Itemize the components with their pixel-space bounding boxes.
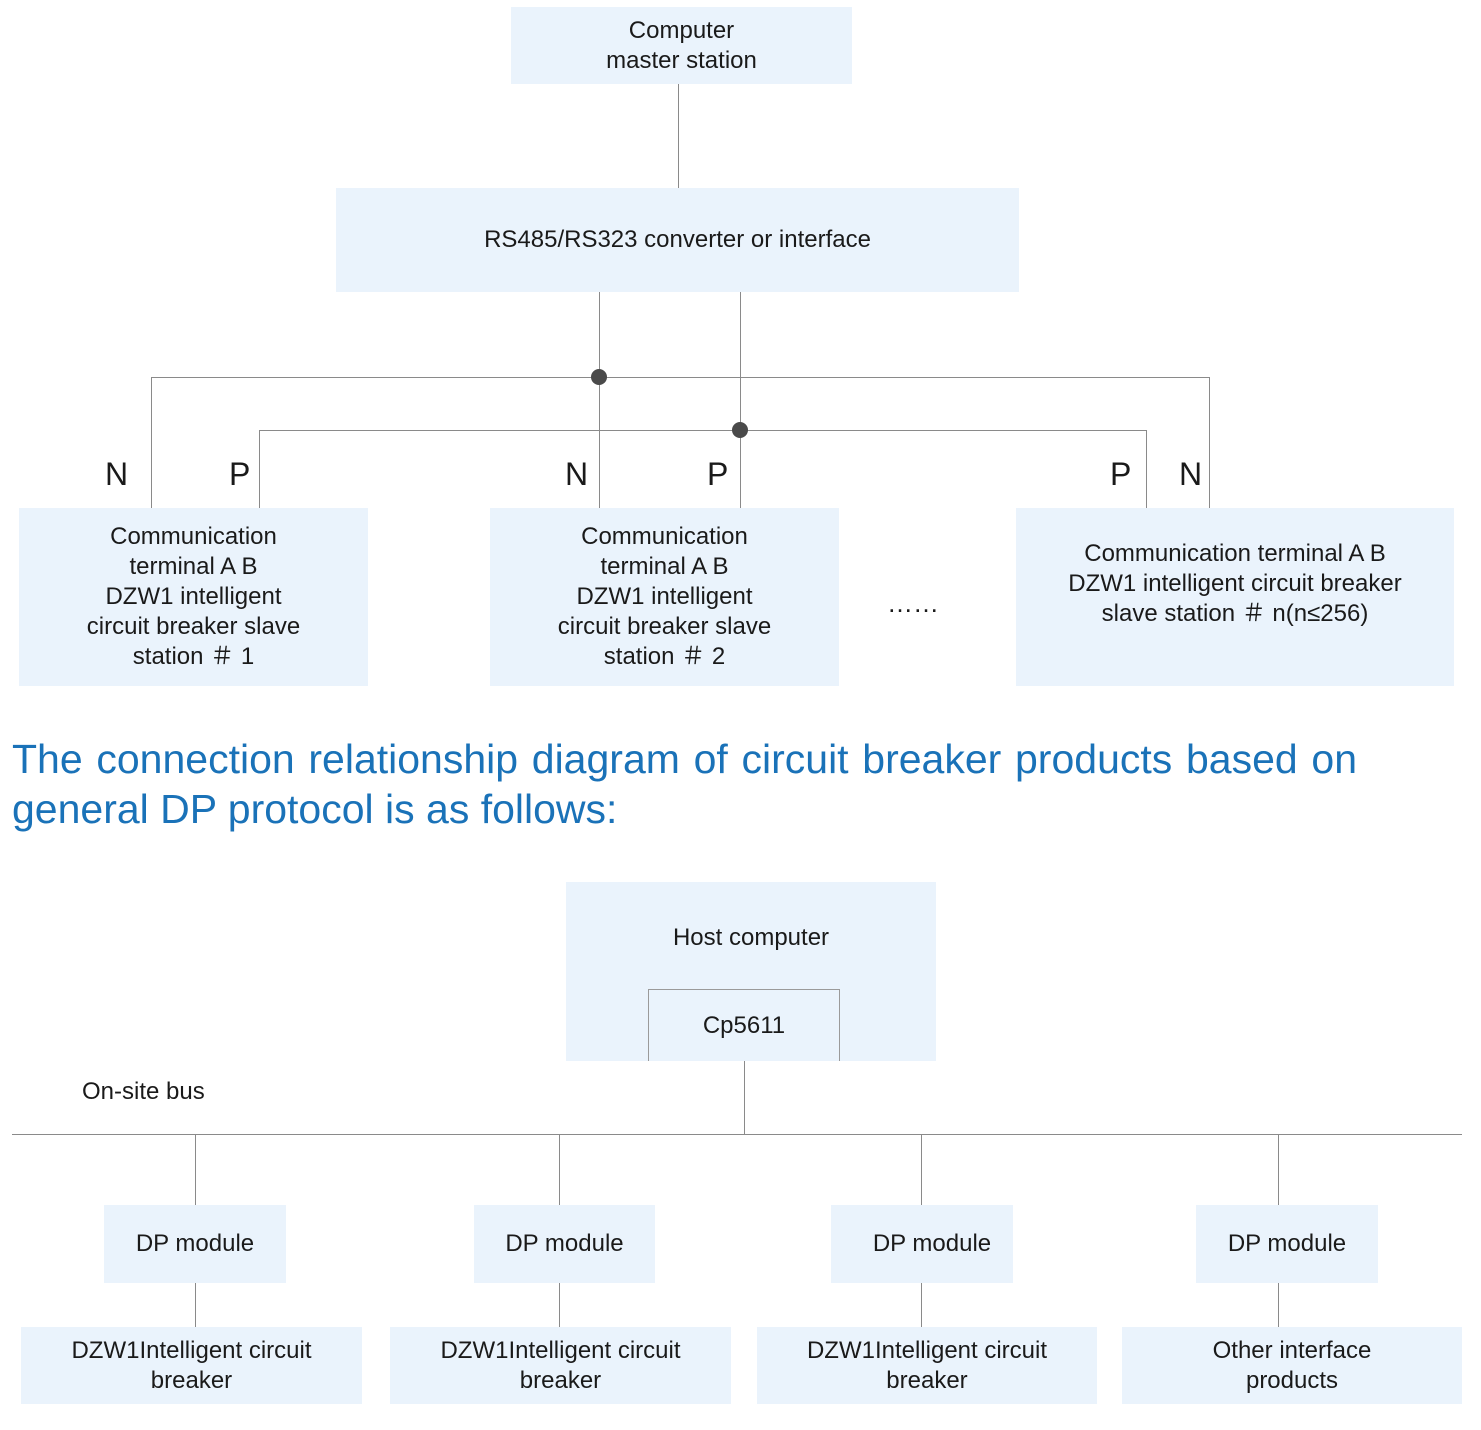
n-bus-line — [151, 377, 1210, 378]
host-to-bus-line — [744, 1061, 745, 1134]
n-junction-dot — [591, 369, 607, 385]
on-site-bus-label: On-site bus — [82, 1078, 205, 1105]
slave-station-2-label: Communication terminal A B DZW1 intellig… — [557, 523, 772, 670]
device-box-3: DZW1Intelligent circuit breaker — [757, 1327, 1097, 1404]
module-drop-1 — [195, 1283, 196, 1327]
bus-drop-4 — [1278, 1134, 1279, 1205]
master-station-box: Computer master station — [511, 7, 852, 84]
device-3-label: DZW1Intelligent circuit breaker — [806, 1336, 1048, 1394]
bus-drop-3 — [921, 1134, 922, 1205]
dp-module-4-label: DP module — [1227, 1230, 1347, 1257]
master-to-converter-line — [678, 84, 679, 188]
p-bus-line — [259, 430, 1147, 431]
slave2-p-pin: P — [707, 456, 729, 492]
bus-drop-1 — [195, 1134, 196, 1205]
slave1-n-pin: N — [105, 456, 129, 492]
slave3-n-pin: N — [1179, 456, 1203, 492]
cp5611-card-label: Cp5611 — [702, 1011, 786, 1039]
slave1-n-drop — [151, 377, 152, 508]
host-computer-label: Host computer — [672, 924, 830, 951]
device-box-2: DZW1Intelligent circuit breaker — [390, 1327, 731, 1404]
n-feed-line — [599, 292, 600, 508]
field-bus-line — [12, 1134, 1462, 1135]
dp-module-2-label: DP module — [505, 1230, 624, 1257]
dp-diagram-heading: The connection relationship diagram of c… — [12, 736, 1357, 832]
slave3-n-drop — [1209, 377, 1210, 508]
dp-module-3: DP module — [831, 1205, 1013, 1283]
slave-station-2-box: Communication terminal A B DZW1 intellig… — [490, 508, 839, 686]
slave1-p-pin: P — [229, 456, 251, 492]
device-box-1: DZW1Intelligent circuit breaker — [21, 1327, 362, 1404]
ellipsis: …… — [887, 588, 939, 618]
slave2-n-pin: N — [565, 456, 589, 492]
device-2-label: DZW1Intelligent circuit breaker — [440, 1336, 681, 1394]
converter-box: RS485/RS323 converter or interface — [336, 188, 1019, 292]
slave1-p-drop — [259, 430, 260, 508]
dp-module-4: DP module — [1196, 1205, 1378, 1283]
slave-station-n-label: Communication terminal A B DZW1 intellig… — [1068, 540, 1402, 627]
dp-module-1-label: DP module — [135, 1230, 255, 1257]
module-drop-2 — [559, 1283, 560, 1327]
module-drop-3 — [921, 1283, 922, 1327]
slave-station-n-box: Communication terminal A B DZW1 intellig… — [1016, 508, 1454, 686]
dp-module-3-label: DP module — [872, 1230, 992, 1257]
p-junction-dot — [732, 422, 748, 438]
p-feed-line — [740, 292, 741, 508]
slave-station-1-box: Communication terminal A B DZW1 intellig… — [19, 508, 368, 686]
bus-drop-2 — [559, 1134, 560, 1205]
master-station-label: Computer master station — [606, 16, 757, 74]
cp5611-card-box: Cp5611 — [648, 989, 840, 1061]
slave3-p-pin: P — [1110, 456, 1132, 492]
device-4-label: Other interface products — [1212, 1336, 1372, 1394]
slave-station-1-label: Communication terminal A B DZW1 intellig… — [86, 523, 301, 670]
slave3-p-drop — [1146, 430, 1147, 508]
dp-module-1: DP module — [104, 1205, 286, 1283]
device-box-4: Other interface products — [1122, 1327, 1462, 1404]
converter-label: RS485/RS323 converter or interface — [484, 226, 871, 253]
module-drop-4 — [1278, 1283, 1279, 1327]
device-1-label: DZW1Intelligent circuit breaker — [71, 1336, 312, 1394]
dp-module-2: DP module — [474, 1205, 655, 1283]
